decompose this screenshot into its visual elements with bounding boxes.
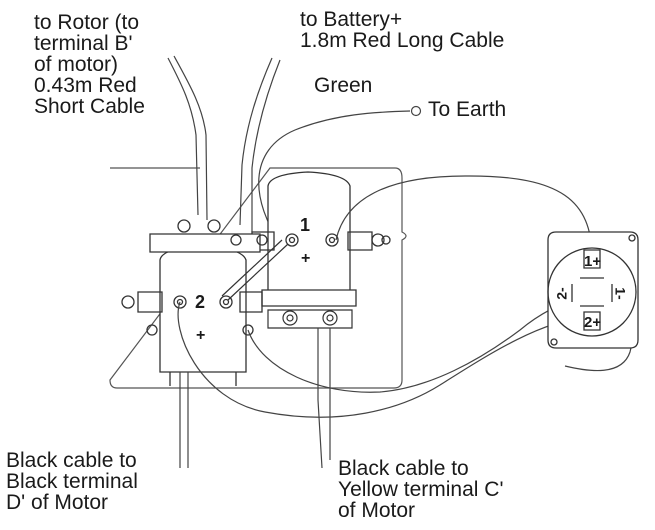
black-cable-c bbox=[317, 328, 331, 469]
green-label: Green bbox=[314, 74, 373, 97]
earth-label: To Earth bbox=[428, 98, 507, 121]
battery-cable bbox=[239, 57, 281, 232]
black-c-label-line-2: Yellow terminal C' bbox=[338, 478, 504, 501]
battery-label: to Battery+ 1.8m Red Long Cable bbox=[300, 9, 504, 51]
rotor-label-line-2: terminal B' bbox=[34, 32, 133, 55]
rocker-switch bbox=[547, 231, 639, 349]
earth-terminal bbox=[410, 105, 422, 117]
solenoid-2-number: 2 bbox=[195, 292, 206, 312]
switch-terminal-2-minus: 2- bbox=[553, 287, 570, 300]
switch-terminal-1-plus: 1+ bbox=[584, 253, 602, 270]
solenoid-1-number: 1 bbox=[300, 215, 311, 235]
rotor-cable bbox=[167, 55, 208, 221]
black-d-label: Black cable to Black terminal D' of Moto… bbox=[6, 450, 138, 513]
green-earth-wire bbox=[258, 105, 422, 247]
solenoid-2 bbox=[121, 219, 268, 386]
rotor-label-line-4: 0.43m Red bbox=[34, 74, 137, 97]
rotor-label-line-1: to Rotor (to bbox=[34, 11, 140, 34]
rotor-label-line-3: of motor) bbox=[34, 53, 119, 76]
switch-terminal-1-minus: 1- bbox=[612, 287, 629, 300]
rotor-label: to Rotor (to terminal B' of motor) 0.43m… bbox=[34, 12, 145, 117]
black-c-label-line-3: of Motor bbox=[338, 499, 416, 522]
switch-terminal-2-plus: 2+ bbox=[584, 314, 602, 331]
solenoid-1-nuts bbox=[267, 309, 353, 329]
rotor-label-line-5: Short Cable bbox=[34, 95, 145, 118]
black-c-label: Black cable to Yellow terminal C' of Mot… bbox=[338, 458, 503, 521]
solenoid-1-sign: + bbox=[301, 250, 311, 267]
battery-label-line-1: to Battery+ bbox=[300, 8, 403, 31]
solenoid-1 bbox=[251, 171, 391, 307]
battery-label-line-2: 1.8m Red Long Cable bbox=[300, 29, 505, 52]
black-d-label-line-2: Black terminal bbox=[6, 470, 138, 493]
black-d-label-line-1: Black cable to bbox=[6, 449, 137, 472]
black-d-label-line-3: D' of Motor bbox=[6, 491, 109, 514]
black-c-label-line-1: Black cable to bbox=[338, 457, 469, 480]
black-cable-d bbox=[179, 372, 189, 468]
mounting-plate bbox=[109, 167, 407, 389]
link-strap bbox=[221, 239, 289, 301]
solenoid-2-sign: + bbox=[196, 327, 206, 344]
